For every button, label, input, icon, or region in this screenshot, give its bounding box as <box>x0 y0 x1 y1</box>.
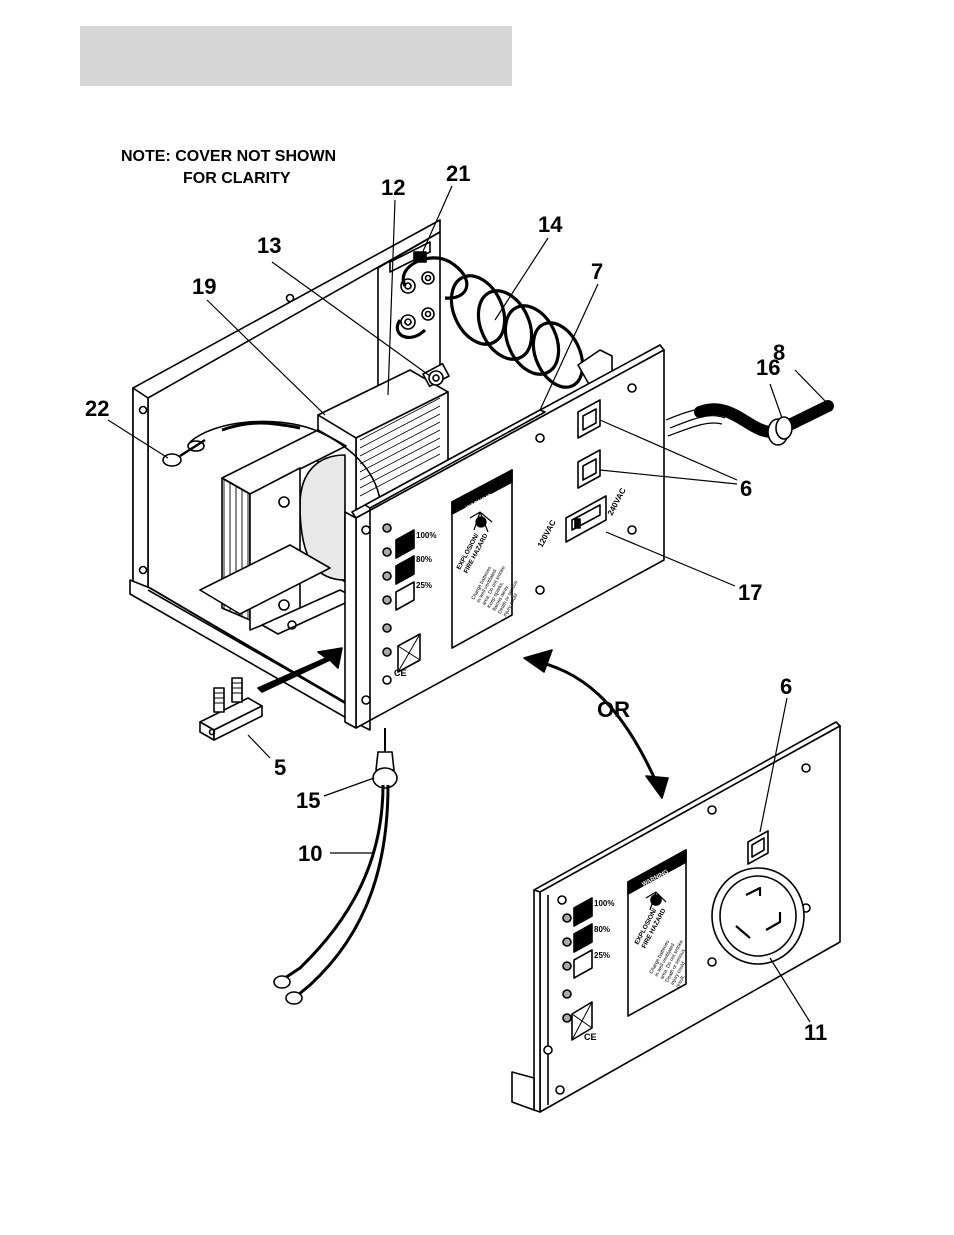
ce-mark: CE <box>394 668 407 678</box>
callout-15: 15 <box>296 788 321 813</box>
explosion-icon <box>469 511 493 533</box>
callout-11: 11 <box>804 1020 828 1045</box>
note-line-2: FOR CLARITY <box>183 170 291 187</box>
note-line-1: NOTE: COVER NOT SHOWN <box>121 148 337 165</box>
alt-ce-mark: CE <box>584 1032 597 1042</box>
callout-10: 10 <box>298 841 323 866</box>
label-80-pct: 80% <box>416 555 432 564</box>
terminal-block <box>199 677 263 741</box>
chassis-left-wall-face <box>132 387 149 591</box>
front-panel-side <box>344 511 357 729</box>
strain-relief-15 <box>372 767 398 789</box>
diagram-note: NOTE: COVER NOT SHOWN FOR CLARITY <box>121 146 336 190</box>
label-100-pct: 100% <box>416 531 436 540</box>
rectifier-stud <box>422 362 450 388</box>
battery-80-icon <box>395 555 415 585</box>
alt-label-80-pct: 80% <box>594 925 610 934</box>
callout-12: 12 <box>381 175 406 200</box>
alt-label-25-pct: 25% <box>594 951 610 960</box>
ring-terminal-22 <box>162 438 206 467</box>
callout-13: 13 <box>257 233 282 258</box>
battery-25-icon <box>395 581 415 611</box>
leader-lines <box>107 185 829 1023</box>
or-arrow <box>523 649 669 799</box>
install-arrow <box>257 647 343 693</box>
callout-16: 16 <box>756 355 781 380</box>
label-25-pct: 25% <box>416 581 432 590</box>
transformer <box>199 369 449 635</box>
callout-6-top: 6 <box>740 476 753 501</box>
callout-14: 14 <box>538 212 563 237</box>
dc-output-cord <box>273 728 398 1005</box>
callout-8: 8 <box>773 340 786 365</box>
callout-7: 7 <box>591 259 604 284</box>
callout-17: 17 <box>738 580 763 605</box>
callout-21: 21 <box>446 161 471 186</box>
callout-5: 5 <box>274 755 287 780</box>
alt-warning-msg-8: result. <box>675 974 687 989</box>
battery-100-icon <box>395 529 415 559</box>
screw <box>138 405 148 415</box>
callout-19: 19 <box>192 274 217 299</box>
led-indicators <box>382 523 392 657</box>
or-label: OR <box>597 697 630 722</box>
alt-label-100-pct: 100% <box>594 899 614 908</box>
alternate-panel <box>511 721 841 1113</box>
coil-wire <box>395 256 585 389</box>
screw <box>285 293 295 303</box>
line-cord <box>665 400 834 446</box>
callout-6-alt: 6 <box>780 674 793 699</box>
callout-22: 22 <box>85 396 110 421</box>
screw <box>138 565 148 575</box>
header-bar <box>80 26 512 86</box>
